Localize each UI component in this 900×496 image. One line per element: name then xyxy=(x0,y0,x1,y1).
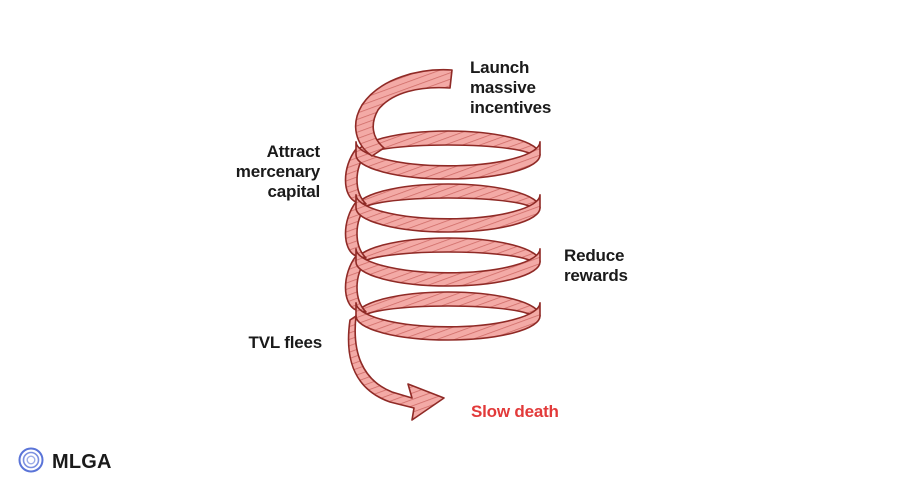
label-line: incentives xyxy=(470,98,552,117)
spiral-coil-front-2 xyxy=(355,194,541,233)
label-line: rewards xyxy=(564,266,628,285)
spiral-coil-front-1 xyxy=(355,141,541,180)
label-line: mercenary xyxy=(235,162,320,181)
spiral-coil-back-2 xyxy=(355,183,541,211)
spiral-top-curl xyxy=(354,68,453,157)
spiral-coil-back-1 xyxy=(355,130,541,158)
label-tvl-flees: TVL flees xyxy=(200,333,323,353)
concentric-circles-icon xyxy=(18,447,44,478)
label-line: Launch xyxy=(470,58,530,77)
label-line: Attract xyxy=(266,142,321,161)
label-reduce-rewards: Reduce rewards xyxy=(564,246,628,286)
label-line: massive xyxy=(470,78,536,97)
label-launch-massive-incentives: Launch massive incentives xyxy=(470,58,551,118)
spiral-coil-front-4 xyxy=(355,302,541,341)
label-line: TVL flees xyxy=(248,333,323,352)
label-line: Reduce xyxy=(564,246,625,265)
label-line: Slow death xyxy=(471,402,559,421)
spiral-coil-back-4 xyxy=(355,291,541,319)
brand-logo: MLGA xyxy=(18,447,112,478)
spiral-coil-front-3 xyxy=(355,248,541,287)
brand-name: MLGA xyxy=(52,451,112,473)
spiral-tail-arrow xyxy=(347,315,445,421)
label-attract-mercenary-capital: Attract mercenary capital xyxy=(220,142,320,202)
label-slow-death: Slow death xyxy=(471,402,559,422)
spiral-coil-back-3 xyxy=(355,237,541,265)
label-line: capital xyxy=(267,182,321,201)
